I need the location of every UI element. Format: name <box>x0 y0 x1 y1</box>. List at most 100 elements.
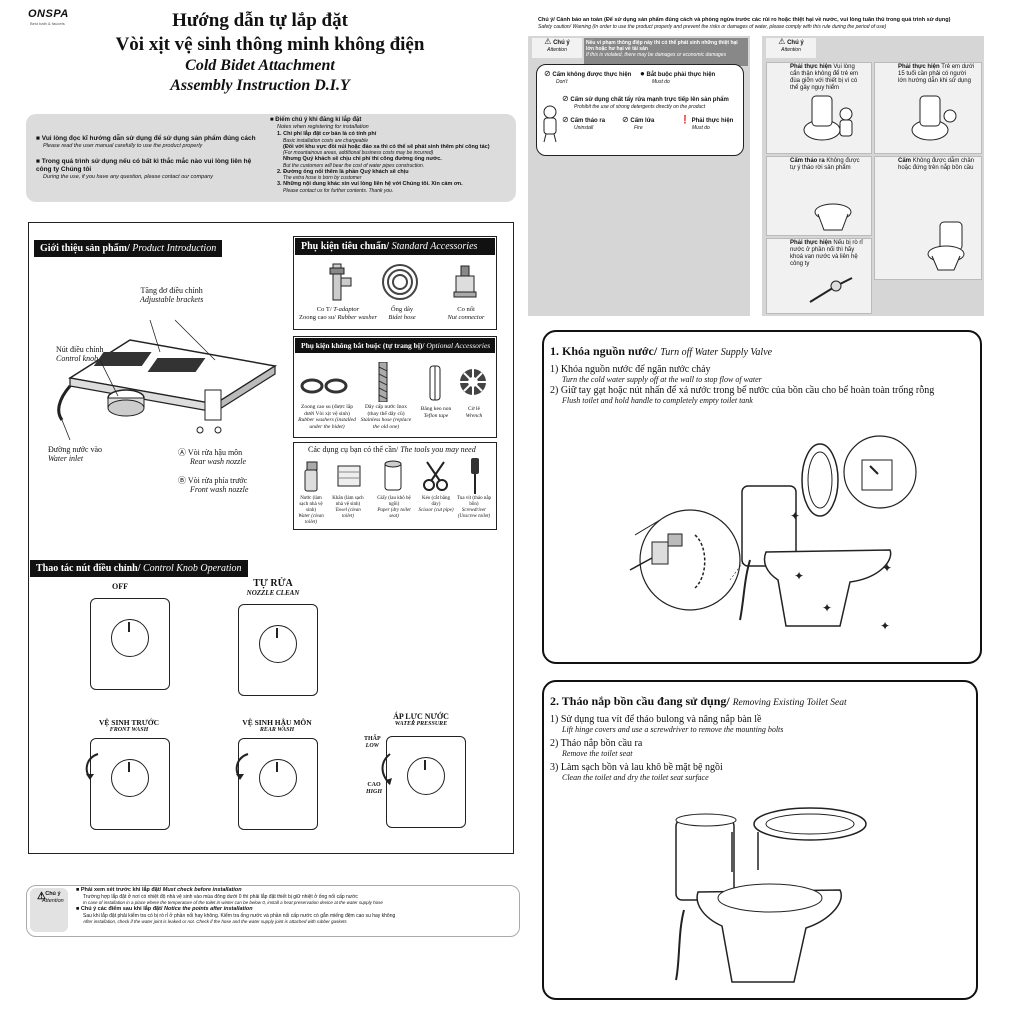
knob-dial-icon <box>259 625 297 663</box>
standard-accessories-tab-vi: Phụ kiện tiêu chuẩn/ <box>301 241 390 252</box>
knob-operation-tab-vi: Thao tác nút điều chỉnh/ <box>36 563 141 574</box>
notice-item-3-en: But the customers will bear the cost of … <box>283 162 425 169</box>
step2-title-en: Removing Existing Toilet Seat <box>732 698 847 708</box>
notice-item-2-vi: (Đối với khu vực đồi núi hoặc đảo xa thì… <box>283 143 490 150</box>
step1-step-1-en: Turn the cold water supply off at the wa… <box>562 375 762 384</box>
step1-instructions: 1) Khóa nguồn nước để ngăn nước chảy Tur… <box>550 364 970 406</box>
knob-off-label: OFF <box>112 582 128 591</box>
product-intro-tab-vi: Giới thiệu sản phẩm/ <box>40 243 130 254</box>
notice-item-5-en: Please contact us for further contents. … <box>283 187 394 194</box>
child-illustration <box>543 105 557 143</box>
toilet-child-illustration <box>911 95 957 141</box>
towel-icon <box>337 465 361 487</box>
tool-water-label: Nước (làm sạch nhà vệ sinh)Water (clean … <box>298 496 324 525</box>
tools-title-vi: Các dụng cụ bạn có thể cần/ <box>308 445 399 454</box>
standard-accessories-tab-en: Standard Accessories <box>391 241 478 252</box>
legend-detergent: ⊘ Cấm sử dụng chất tẩy rửa mạnh trực tiế… <box>562 94 729 111</box>
bidet-illustration <box>57 319 278 441</box>
step1-step-1-vi: 1) Khóa nguồn nước để ngăn nước chảy <box>550 364 711 375</box>
knob-card-off <box>90 598 170 690</box>
toilet-illustration <box>814 203 852 231</box>
rubber-washer-icon <box>300 378 348 394</box>
label-rear-nozzle-vi: Ⓐ Vòi rửa hậu môn <box>178 448 243 457</box>
step2-step-1-vi: 1) Sử dụng tua vít để tháo bulong và nân… <box>550 714 762 725</box>
label-control-knob-vi: Nút điều chỉnh <box>56 345 104 354</box>
opt-washer-label: Zoong cao su (được lắp dưới Vòi xịt vệ s… <box>298 404 356 430</box>
notice-item-1-en: Basic installation costs are chargeable <box>283 137 369 144</box>
pressure-arrow-icon <box>381 753 392 785</box>
notice-item-4-en: The extra hose is born by customer <box>283 175 362 181</box>
knob-operation-tab: Thao tác nút điều chỉnh/ Control Knob Op… <box>30 560 248 577</box>
svg-text:✦: ✦ <box>880 619 890 633</box>
safety-cell-4-text: Cấm Không được dẫm chân hoặc đứng trên n… <box>898 158 975 171</box>
step2-step-2-en: Remove the toilet seat <box>562 749 633 758</box>
rotate-arrow-icon <box>235 753 249 780</box>
tools-box <box>293 442 497 530</box>
svg-text:✦: ✦ <box>794 569 804 583</box>
label-control-knob: Nút điều chỉnh Control knob <box>56 345 104 363</box>
tool-paper-label: Giấy (lau khô bệ ngồi)Paper (dry toilet … <box>377 496 411 519</box>
notice-left-1-vi: Vui lòng đọc kĩ hướng dẫn sử dụng để sử … <box>41 135 256 142</box>
label-front-nozzle-en: Front wash nozzle <box>190 485 249 494</box>
notice-item-3-vi: Nhưng Quý khách sẽ chịu chi phí thi công… <box>283 156 442 162</box>
notice-item-5-vi: 3. Những nội dung khác xin vui lòng liên… <box>277 181 463 187</box>
title-vi-2: Vòi xịt vệ sinh thông minh không điện <box>115 34 425 55</box>
step2-title: 2. Tháo nắp bồn cầu đang sử dụng/ Removi… <box>550 694 847 709</box>
safety-cell-1-text: Phải thực hiện Vui lòng cẩn thận không đ… <box>790 64 859 91</box>
label-adjustable-brackets-en: Adjustable brackets <box>140 295 204 304</box>
stainless-hose-icon <box>378 362 388 402</box>
knob-card-pressure <box>386 736 466 828</box>
knob-dial-icon <box>407 757 445 795</box>
tools-title-en: The tools you may need <box>400 445 476 454</box>
tools-title: Các dụng cụ bạn có thể cần/ The tools yo… <box>308 445 476 454</box>
label-adjustable-brackets: Tăng đơ điều chỉnh Adjustable brackets <box>140 286 203 304</box>
knob-pressure-label: ÁP LỰC NƯỚC WATER PRESSURE <box>393 712 449 727</box>
optional-accessories-tab: Phụ kiện không bắt buộc (tự trang bị)/ O… <box>295 338 495 353</box>
notice-box <box>26 114 516 202</box>
notice-right: ■ Điểm chú ý khi đăng kí lắp đặt Notes w… <box>270 117 510 194</box>
brand-logo: ONSPA <box>28 8 69 20</box>
step1-title: 1. Khóa nguồn nước/ Turn off Water Suppl… <box>550 344 772 359</box>
step2-step-3-en: Clean the toilet and dry the toilet seat… <box>562 773 709 782</box>
safety-cell-3-text: Cấm tháo ra Không được tự ý tháo rời sản… <box>790 158 860 171</box>
safety-legend-box <box>536 64 744 156</box>
title-en-2: Assembly Instruction D.I.Y <box>170 77 350 94</box>
safety-cell-5 <box>766 238 872 314</box>
t-adaptor-icon <box>329 263 352 301</box>
optional-accessories-tab-en: Optional Accessories <box>426 341 491 350</box>
notice-left: ■ Vui lòng đọc kĩ hướng dẫn sử dụng để s… <box>36 135 256 180</box>
bottom-note-badge-icon: ⚠ <box>37 891 46 902</box>
bottom-note-box <box>26 885 520 937</box>
notice-item-2-en: (For mountainous areas, additional busin… <box>283 150 434 156</box>
opt-stainless-label: Dây cấp nước Inox (thay thế dây cũ)Stain… <box>360 404 412 430</box>
safety-left-header: Nếu vi phạm thông điệp này thì có thể ph… <box>584 38 748 66</box>
main-panel-frame <box>28 222 514 854</box>
product-intro-tab: Giới thiệu sản phẩm/ Product Introductio… <box>34 240 223 257</box>
valve-illustration <box>809 277 853 303</box>
knob-dial-icon <box>111 619 149 657</box>
label-adjustable-brackets-vi: Tăng đơ điều chỉnh <box>140 286 203 295</box>
toilet-illustration <box>927 221 965 271</box>
toilet-child-illustration <box>803 95 853 141</box>
knob-front-label: VỆ SINH TRƯỚC FRONT WASH <box>98 718 159 733</box>
step2-instructions: 1) Sử dụng tua vít để tháo bulong và nân… <box>550 714 970 783</box>
nut-connector-icon <box>453 265 477 298</box>
spray-bottle-icon <box>304 461 318 492</box>
step2-step-3-vi: 3) Làm sạch bồn và lau khô bề mặt bệ ngồ… <box>550 762 723 773</box>
safety-cell-5-text: Phải thực hiện Nếu bị rò rỉ nước ở phần … <box>790 240 863 267</box>
safety-cell-3 <box>766 156 872 236</box>
safety-title: Chú ý/ Cảnh báo an toàn (Để sử dụng sản … <box>538 17 951 30</box>
knob-dial-icon <box>111 759 149 797</box>
notice-left-2-vi: Trong quá trình sử dụng nếu có bất kì th… <box>36 158 252 173</box>
rotate-arrow-icon <box>85 753 99 780</box>
